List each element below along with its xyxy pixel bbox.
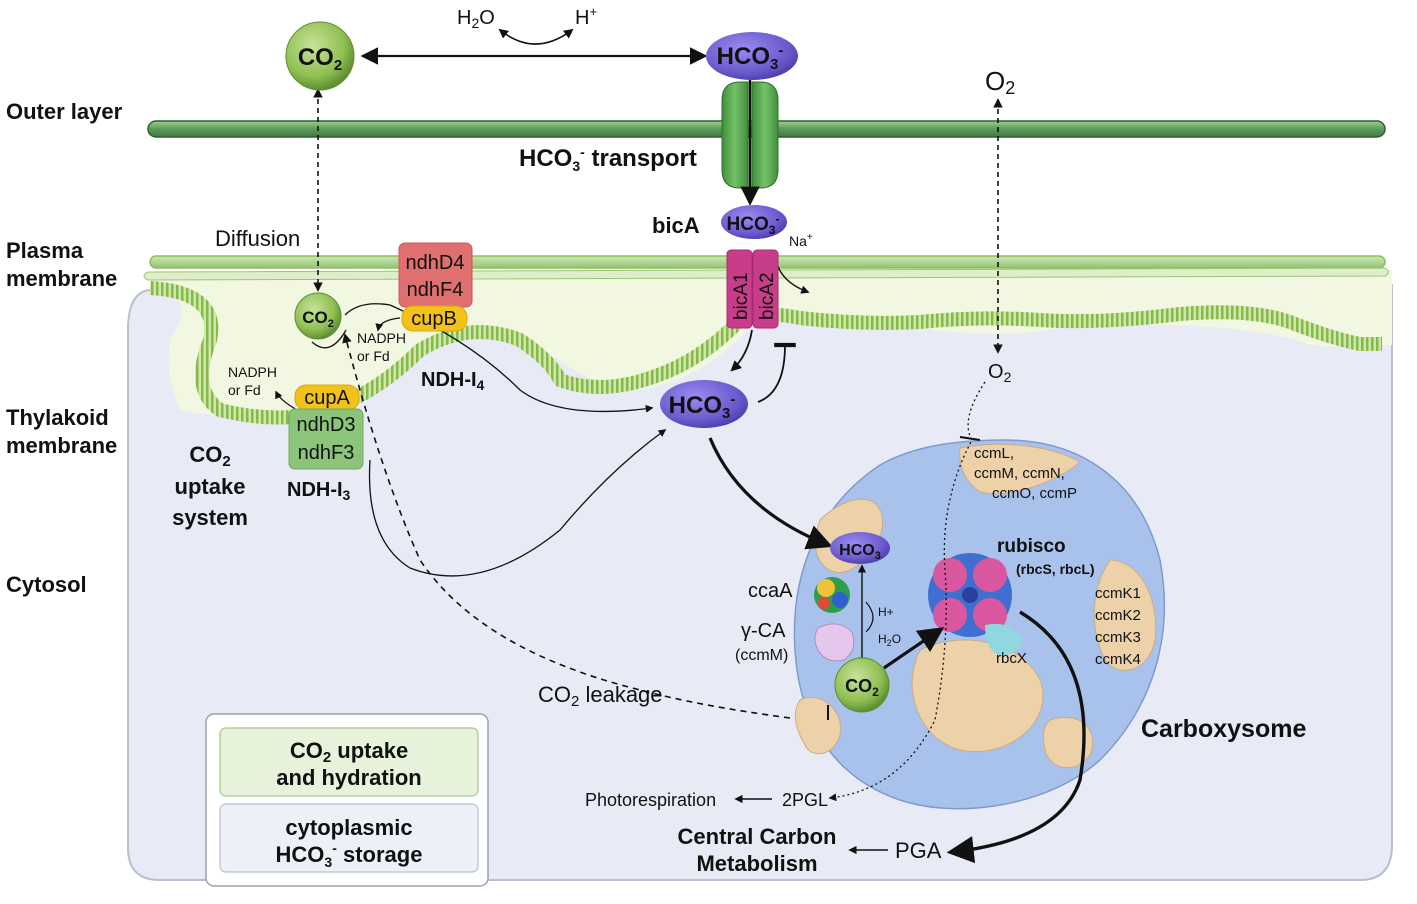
- uptake-line-3: system: [172, 505, 248, 530]
- ndhd3-label: ndhD3: [297, 414, 356, 436]
- co2-outer-label: CO2: [298, 44, 342, 74]
- ndhd3-ndhf3-block: [288, 408, 364, 470]
- arrow-ndhi3-to-hco3: [368, 429, 667, 577]
- ndhi4-label: NDH-I4: [421, 369, 485, 393]
- h2o-top-label: H2O: [457, 7, 495, 31]
- legend-item-co2-uptake: [219, 727, 479, 797]
- label-thylakoid-2: membrane: [6, 433, 117, 458]
- legend-item2-line1: cytoplasmic: [285, 815, 412, 840]
- nadph-2-label: NADPH: [228, 364, 277, 380]
- arrow-bica-to-hco3: [730, 329, 753, 372]
- o2-top-label: O2: [985, 66, 1015, 98]
- ccm-line-1: ccmL,: [974, 445, 1014, 462]
- ccaa-label: ccaA: [748, 580, 793, 602]
- legend-item2-line2: HCO3- storage: [276, 840, 423, 870]
- cupa-label: cupA: [304, 387, 350, 409]
- arrow-h2o-hplus: [498, 28, 574, 45]
- co2-leakage-tail: [311, 329, 347, 349]
- gamma-ca-label: γ-CA: [741, 620, 786, 642]
- ccmk2-label: ccmK2: [1095, 607, 1141, 624]
- bica1-label: bicA1: [731, 272, 752, 320]
- co2-leakage-label: CO2 leakage: [538, 682, 663, 710]
- o2-cytosol-label: O2: [988, 361, 1012, 385]
- arrow-ndhi4-nadph: [375, 317, 401, 332]
- rubisco-label: rubisco: [997, 536, 1066, 557]
- arrow-ndhi3-nadph: [275, 390, 298, 411]
- hco3-cytosol-ellipse: [660, 380, 748, 428]
- arrow-ndhi4-to-hco3: [344, 303, 654, 413]
- co2-carboxysome-label: CO2: [845, 676, 879, 699]
- orfd-2-label: or Fd: [228, 382, 261, 398]
- ndhi3-label: NDH-I3: [287, 479, 351, 503]
- ccmk3-label: ccmK3: [1095, 629, 1141, 646]
- ndhf4-label: ndhF4: [407, 279, 464, 301]
- label-plasma-2: membrane: [6, 266, 117, 291]
- co2-periplasm-label: CO2: [302, 308, 334, 330]
- hco3-outer-ellipse: [706, 32, 798, 80]
- arrow-o2-to-2pgl: [828, 381, 986, 802]
- photorespiration-label: Photorespiration: [585, 790, 716, 810]
- ccaa-structure: [814, 577, 850, 613]
- o2-block: [959, 436, 981, 441]
- cupb-label: cupB: [411, 308, 457, 330]
- hco3-carboxysome-label: HCO3: [839, 542, 881, 562]
- ccm-line-3: ccmO, ccmP: [992, 485, 1077, 502]
- ndhf3-label: ndhF3: [298, 442, 355, 464]
- hco3-bica-label: HCO3-: [727, 212, 780, 237]
- legend-item-hco3-storage: [219, 803, 479, 873]
- label-outer-layer: Outer layer: [6, 99, 123, 124]
- 2pgl-label: 2PGL: [782, 790, 828, 810]
- bica1-block: [726, 249, 753, 329]
- arrow-rubisco-to-pga: [946, 610, 1086, 864]
- inhibition-hco3-bica: [757, 342, 796, 403]
- legend-item1-line1: CO2 uptake: [290, 738, 408, 766]
- arrow-hco3-to-carboxysome: [708, 437, 833, 550]
- thylakoid-membrane: [149, 281, 1382, 425]
- uptake-line-1: CO2: [189, 442, 230, 470]
- ccm-line-2: ccmM, ccmN,: [974, 465, 1065, 482]
- hplus-inside-label: H+: [878, 605, 894, 619]
- ccmk4-label: ccmK4: [1095, 651, 1141, 668]
- hco3-carboxysome-ellipse: [830, 532, 890, 564]
- bica-label: bicA: [652, 213, 700, 238]
- uptake-line-2: uptake: [175, 474, 246, 499]
- carboxysome-title: Carboxysome: [1141, 715, 1306, 743]
- hco3-transport-label: HCO3- transport: [519, 144, 697, 174]
- ccmk1-label: ccmK1: [1095, 585, 1141, 602]
- arrow-co2-to-rubisco: [883, 627, 945, 670]
- orfd-1-label: or Fd: [357, 348, 390, 364]
- label-thylakoid-1: Thylakoid: [6, 405, 109, 430]
- hco3-bica-ellipse: [721, 205, 787, 239]
- hco3-outer-label: HCO3-: [717, 42, 784, 73]
- rbcx-label: rbcX: [996, 650, 1027, 667]
- nadph-1-label: NADPH: [357, 330, 406, 346]
- ccmm-label: (ccmM): [735, 647, 788, 664]
- hplus-top-label: H+: [575, 4, 597, 29]
- rubisco-structure: [928, 553, 1022, 656]
- cupb-block: [401, 305, 468, 332]
- hco3-transporter-channel: [721, 81, 779, 189]
- ndhd4-label: ndhD4: [406, 252, 465, 274]
- diffusion-label: Diffusion: [215, 226, 300, 251]
- co2-outer-sphere: [285, 21, 355, 91]
- bica2-block: [752, 249, 779, 329]
- h2o-inside-label: H2O: [878, 632, 901, 648]
- co2-carboxysome-sphere: [834, 657, 890, 713]
- arrow-hplus-h2o: [865, 601, 874, 633]
- central-carbon-2: Metabolism: [696, 851, 817, 876]
- rubisco-sub-label: (rbcS, rbcL): [1016, 561, 1095, 577]
- gamma-ca-structure: [814, 623, 855, 662]
- bica2-label: bicA2: [757, 272, 778, 320]
- arrow-co2-leakage: [342, 333, 791, 719]
- na-label: Na+: [789, 232, 813, 249]
- pga-label: PGA: [895, 838, 942, 863]
- central-carbon-1: Central Carbon: [678, 824, 837, 849]
- co2-periplasm-sphere: [294, 292, 342, 340]
- legend-item1-line2: and hydration: [276, 765, 421, 790]
- label-cytosol: Cytosol: [6, 572, 87, 597]
- hco3-cytosol-label: HCO3-: [669, 391, 736, 422]
- label-plasma-1: Plasma: [6, 238, 84, 263]
